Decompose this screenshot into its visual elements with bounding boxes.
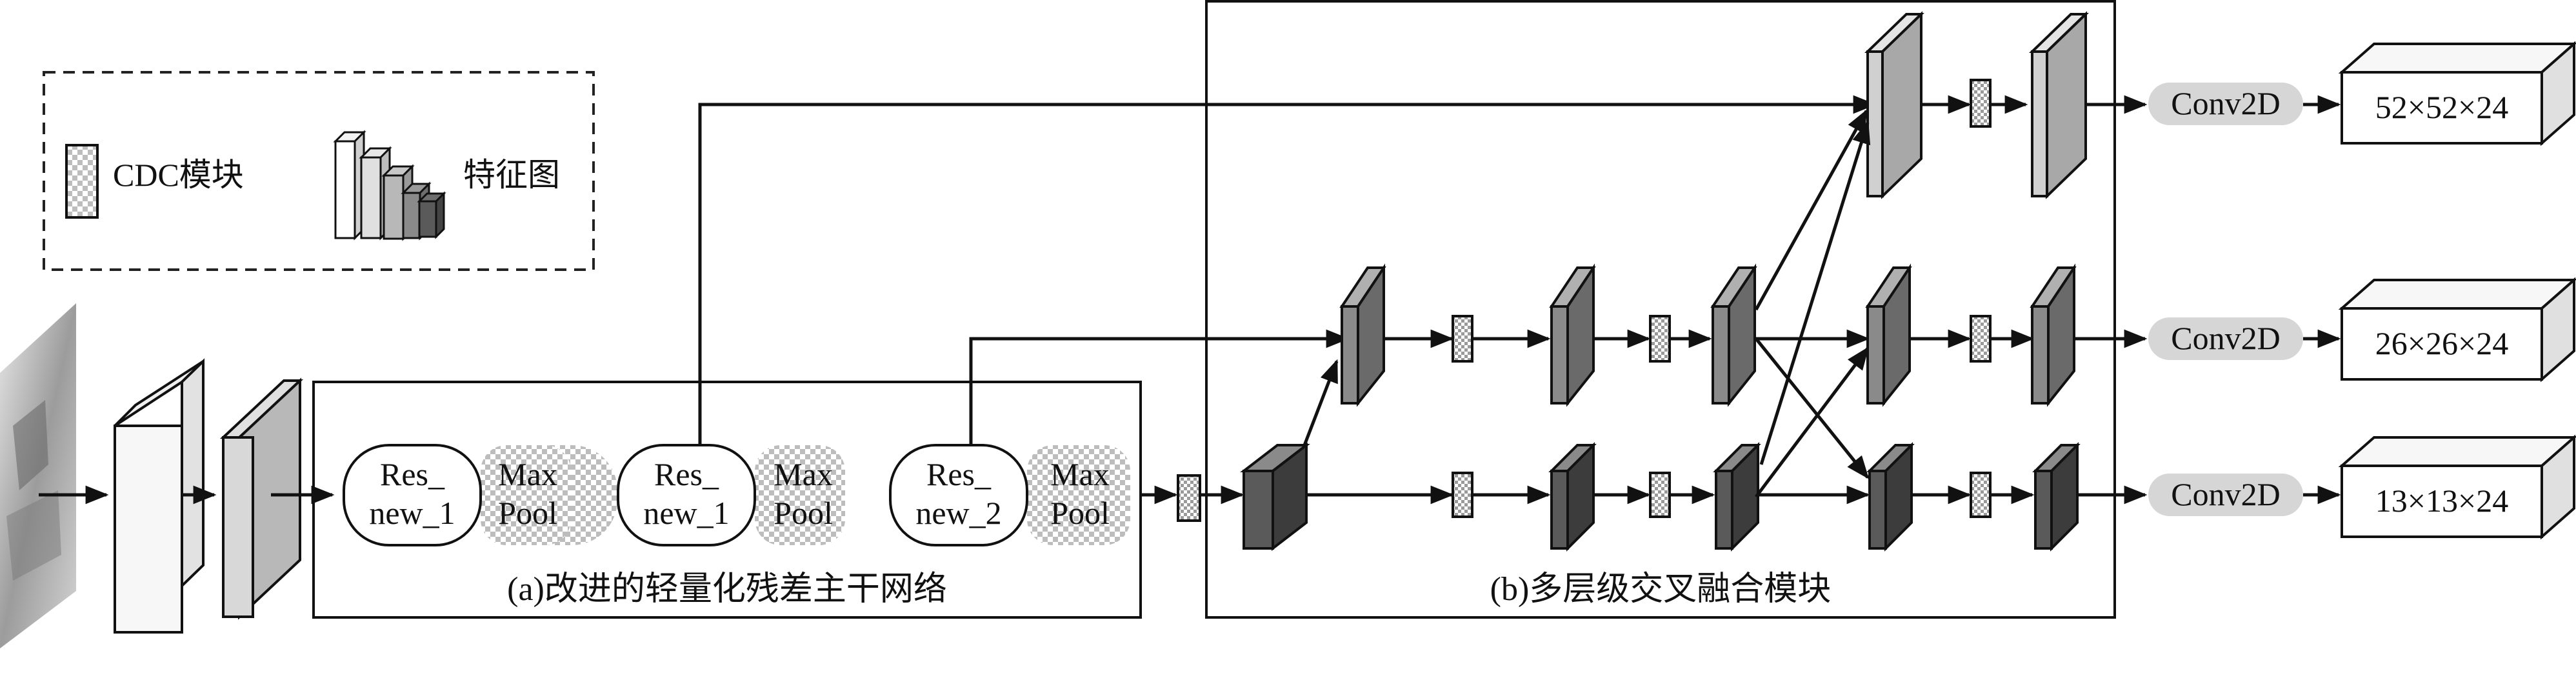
cross-bottom-to-top — [1759, 120, 1871, 465]
backbone-frame — [312, 381, 1142, 619]
fusion-mid-map-5 — [2030, 263, 2077, 407]
cdc-module-entry — [1177, 474, 1201, 522]
output-size-box-top — [2341, 71, 2543, 145]
res-block-1 — [343, 444, 482, 546]
output-size-label-mid: 26×26×24 — [2375, 325, 2508, 361]
maxpool-1 — [481, 445, 571, 545]
feature-map-legend-label: 特征图 — [463, 157, 560, 193]
res-block-3-line1: Res_ — [926, 456, 992, 492]
res-block-1-line2: new_1 — [369, 495, 455, 531]
cdc-module-mid-1 — [1452, 315, 1473, 363]
fusion-bottom-map-3 — [1713, 442, 1761, 552]
fusion-bottom-map-5 — [2032, 442, 2081, 552]
output-top: Conv2D 52×52×24 — [2148, 41, 2576, 146]
skip-line-mid — [969, 329, 1350, 445]
cdc-legend-label: CDC模块 — [113, 157, 244, 193]
maxpool-1-line1: Max — [498, 456, 557, 492]
conv2d-label-top: Conv2D — [2171, 85, 2280, 121]
conv2d-pill-top — [2148, 83, 2303, 125]
conv2d-pill-mid — [2148, 317, 2303, 360]
maxpool-3 — [1027, 445, 1130, 545]
cdc-module-bottom-1 — [1452, 472, 1473, 518]
maxpool-2-line1: Max — [774, 456, 833, 492]
res-block-1-line1: Res_ — [380, 456, 445, 492]
conv2d-label-bottom: Conv2D — [2171, 476, 2280, 512]
fusion-bottom-map-4 — [1866, 442, 1915, 552]
backbone-block-1: Res_ new_1 Max Pool — [343, 444, 617, 546]
cdc-module-top — [1970, 79, 1992, 128]
fusion-caption: (b)多层级交叉融合模块 — [1490, 571, 1832, 608]
backbone-caption: (a)改进的轻量化残差主干网络 — [507, 571, 947, 608]
output-bottom: Conv2D 13×13×24 — [2148, 434, 2576, 540]
fusion-top-map-2 — [2029, 11, 2089, 199]
cross-bottom-to-mid — [1755, 346, 1870, 498]
legend: CDC模块 — [43, 71, 595, 271]
cdc-legend-icon — [65, 144, 99, 219]
fusion-frame — [1205, 0, 2116, 619]
fusion-mid-map-2 — [1549, 263, 1596, 407]
res-block-2-line1: Res_ — [654, 456, 719, 492]
output-size-box-mid — [2341, 307, 2543, 381]
res-block-2-line2: new_1 — [643, 495, 729, 531]
cross-mid-to-top — [1754, 108, 1868, 311]
maxpool-2-line2: Pool — [774, 495, 833, 531]
output-size-label-top: 52×52×24 — [2375, 89, 2508, 125]
maxpool-1-line2: Pool — [498, 495, 557, 531]
cdc-module-bottom-2 — [1649, 472, 1671, 518]
cross-mid-to-bottom — [1755, 337, 1870, 479]
cdc-module-mid-2 — [1649, 315, 1671, 363]
conv2d-label-mid: Conv2D — [2171, 320, 2280, 356]
fusion-mid-map-1 — [1339, 263, 1386, 407]
skip-line-top — [698, 95, 1877, 445]
fusion-bottom-map-1 — [1240, 442, 1310, 552]
res-block-3-line2: new_2 — [915, 495, 1001, 531]
stem-feature-map-2 — [219, 377, 304, 620]
cdc-module-mid-3 — [1970, 315, 1992, 363]
backbone-block-2: Res_ new_1 Max Pool — [617, 444, 845, 546]
cdc-module-bottom-3 — [1970, 472, 1992, 518]
conv2d-pill-bottom — [2148, 474, 2303, 516]
output-mid: Conv2D 26×26×24 — [2148, 277, 2576, 383]
bottom-to-mid-arrow — [1303, 359, 1339, 446]
backbone-block-3: Res_ new_2 Max Pool — [889, 444, 1130, 546]
output-size-label-bottom: 13×13×24 — [2375, 483, 2508, 519]
input-image — [0, 303, 76, 648]
fusion-top-map-1 — [1864, 11, 1924, 199]
maxpool-3-line1: Max — [1050, 456, 1110, 492]
output-size-box-bottom — [2341, 465, 2543, 538]
stem-feature-map-1 — [114, 358, 205, 634]
feature-map-legend-icon — [333, 130, 446, 241]
maxpool-2 — [755, 445, 845, 545]
fusion-bottom-map-2 — [1548, 442, 1597, 552]
res-block-2 — [617, 444, 756, 546]
res-block-3 — [889, 444, 1028, 546]
legend-frame — [43, 71, 595, 271]
maxpool-3-line2: Pool — [1050, 495, 1110, 531]
fusion-mid-map-4 — [1865, 263, 1912, 407]
fusion-mid-map-3 — [1710, 263, 1757, 407]
